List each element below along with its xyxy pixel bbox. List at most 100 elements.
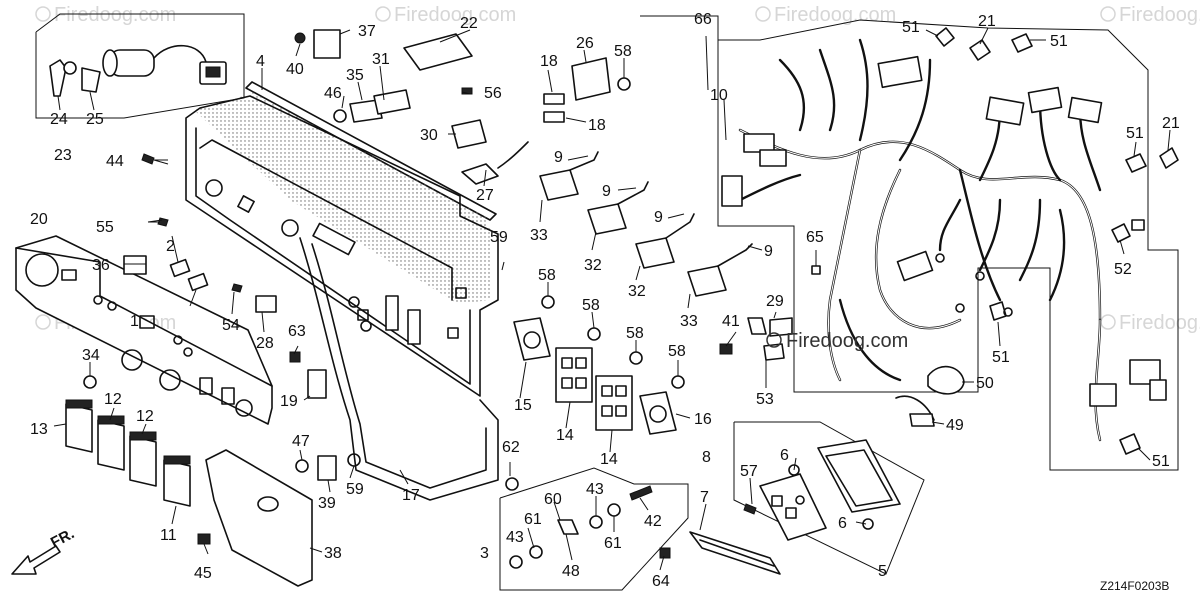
- callout-26: 26: [576, 35, 594, 52]
- wire-harness: [721, 38, 1167, 442]
- callout-32b: 32: [628, 283, 646, 300]
- callout-33b: 33: [680, 313, 698, 330]
- callout-58b: 58: [538, 267, 556, 284]
- callout-66: 66: [694, 11, 712, 28]
- callout-51c: 51: [1126, 125, 1144, 142]
- callout-16: 16: [694, 411, 712, 428]
- callout-33a: 33: [530, 227, 548, 244]
- callout-59a: 59: [490, 229, 508, 246]
- watermark-2: Firedoog.com: [394, 4, 516, 26]
- callout-61a: 61: [524, 511, 542, 528]
- callout-48: 48: [562, 563, 580, 580]
- callout-59b: 59: [346, 481, 364, 498]
- outlet-covers: [65, 399, 191, 507]
- callout-6b: 6: [838, 515, 847, 532]
- callout-37: 37: [358, 23, 376, 40]
- callouts: 1 2 3 4 5 6 6 7 8 9 9 9 9 10 11 12 12 13…: [30, 11, 1180, 590]
- callout-8: 8: [702, 449, 711, 466]
- diagram-code: Z214F0203B: [1100, 579, 1169, 593]
- callout-6a: 6: [780, 447, 789, 464]
- watermark-3: Firedoog.com: [774, 4, 896, 26]
- callout-32a: 32: [584, 257, 602, 274]
- callout-54: 54: [222, 317, 240, 334]
- callout-52: 52: [1114, 261, 1132, 278]
- access-cover: [205, 449, 313, 587]
- callout-24: 24: [50, 111, 68, 128]
- callout-12b: 12: [136, 408, 154, 425]
- callout-38: 38: [324, 545, 342, 562]
- callout-28: 28: [256, 335, 274, 352]
- callout-39: 39: [318, 495, 336, 512]
- group-box-8: [733, 421, 925, 575]
- callout-65: 65: [806, 229, 824, 246]
- leader-lines: [53, 27, 1171, 571]
- callout-53: 53: [756, 391, 774, 408]
- callout-60: 60: [544, 491, 562, 508]
- callout-9a: 9: [554, 149, 563, 166]
- callout-9d: 9: [764, 243, 773, 260]
- callout-50: 50: [976, 375, 994, 392]
- callout-22: 22: [460, 15, 478, 32]
- callout-49: 49: [946, 417, 964, 434]
- callout-43a: 43: [586, 481, 604, 498]
- callout-27: 27: [476, 187, 494, 204]
- callout-40: 40: [286, 61, 304, 78]
- callout-18b: 18: [588, 117, 606, 134]
- control-panel-frame: [185, 95, 499, 501]
- front-face-plate: [15, 235, 273, 425]
- callout-15: 15: [514, 397, 532, 414]
- callout-5: 5: [878, 563, 887, 580]
- group-box-3: [499, 467, 689, 591]
- callout-20: 20: [30, 211, 48, 228]
- watermark-6: Firedoog.com: [1119, 312, 1200, 334]
- access-cover-hole: [257, 496, 279, 512]
- callout-21b: 21: [1162, 115, 1180, 132]
- watermark-overlay: Firedoog.com: [786, 330, 908, 352]
- callout-18a: 18: [540, 53, 558, 70]
- callout-51d: 51: [992, 349, 1010, 366]
- callout-29: 29: [766, 293, 784, 310]
- inverter-unit: [659, 439, 901, 575]
- callout-14b: 14: [600, 451, 618, 468]
- callout-63: 63: [288, 323, 306, 340]
- callout-4: 4: [256, 53, 265, 70]
- callout-12a: 12: [104, 391, 122, 408]
- receptacles: [513, 295, 685, 435]
- callout-25: 25: [86, 111, 104, 128]
- callout-45: 45: [194, 565, 212, 582]
- callout-34: 34: [82, 347, 100, 364]
- watermark-overlay-logo: [766, 332, 782, 348]
- watermark-4: Firedoog.com: [1119, 4, 1200, 26]
- callout-46: 46: [324, 85, 342, 102]
- callout-3: 3: [480, 545, 489, 562]
- callout-58e: 58: [668, 343, 686, 360]
- callout-42: 42: [644, 513, 662, 530]
- hardware: [83, 29, 631, 545]
- callout-57: 57: [740, 463, 758, 480]
- callout-41: 41: [722, 313, 740, 330]
- callout-2: 2: [166, 238, 175, 255]
- callout-7: 7: [700, 489, 709, 506]
- ignition-switch-kit: [49, 44, 227, 97]
- callout-11: 11: [160, 527, 177, 544]
- callout-58a: 58: [614, 43, 632, 60]
- callout-13: 13: [30, 421, 48, 438]
- callout-9b: 9: [602, 183, 611, 200]
- callout-55: 55: [96, 219, 114, 236]
- callout-35: 35: [346, 67, 364, 84]
- callout-23: 23: [54, 147, 72, 164]
- callout-36: 36: [92, 257, 110, 274]
- callout-9c: 9: [654, 209, 663, 226]
- callout-58c: 58: [582, 297, 600, 314]
- callout-51b: 51: [1050, 33, 1068, 50]
- callout-17: 17: [402, 487, 420, 504]
- callout-61b: 61: [604, 535, 622, 552]
- callout-44: 44: [106, 153, 124, 170]
- callout-64: 64: [652, 573, 670, 590]
- watermark-1: Firedoog.com: [54, 4, 176, 26]
- front-arrow: FR.: [11, 525, 77, 575]
- callout-51e: 51: [1152, 453, 1170, 470]
- callout-58d: 58: [626, 325, 644, 342]
- circuit-breakers: [539, 151, 753, 297]
